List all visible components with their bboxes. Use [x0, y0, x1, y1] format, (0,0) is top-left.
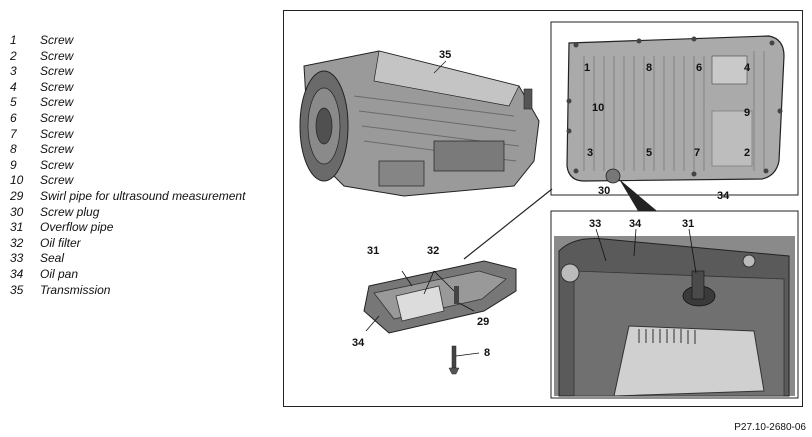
legend-label: Screw: [40, 79, 74, 94]
callout-assy-8: 8: [484, 347, 490, 359]
legend-row: 7 Screw: [10, 127, 280, 143]
legend-label: Oil filter: [40, 235, 81, 250]
legend-label: Screw: [40, 64, 74, 79]
legend-row: 32 Oil filter: [10, 236, 280, 252]
legend-row: 30 Screw plug: [10, 205, 280, 221]
legend-number: 35: [10, 282, 24, 297]
assembly-connector: [463, 188, 553, 260]
callout-assy-29: 29: [477, 316, 489, 328]
legend-label: Transmission: [40, 282, 111, 297]
oil-pan-top-view: 1 8 6 4 10 9 3 5 7 2 30 34: [566, 35, 785, 202]
callout-pan-9: 9: [744, 107, 750, 119]
figure-code: P27.10-2680-06: [734, 422, 806, 433]
legend-row: 1 Screw: [10, 33, 280, 49]
callout-pan-2: 2: [744, 147, 750, 159]
callout-assy-32: 32: [427, 245, 439, 257]
transmission-illustration: 35: [299, 49, 540, 197]
legend-number: 9: [10, 157, 17, 172]
legend-label: Screw plug: [40, 204, 100, 219]
legend-label: Screw: [40, 173, 74, 188]
legend-number: 33: [10, 251, 24, 266]
legend-number: 3: [10, 64, 17, 79]
legend-label: Oil pan: [40, 266, 79, 281]
callout-detail-34: 34: [629, 218, 642, 230]
legend-row: 29 Swirl pipe for ultrasound measurement: [10, 189, 280, 205]
oil-pan-assembly: 31 32 29 34 8: [352, 245, 517, 375]
legend-number: 7: [10, 126, 17, 141]
legend-label: Screw: [40, 33, 74, 47]
callout-assy-31: 31: [367, 245, 379, 257]
legend-row: 2 Screw: [10, 49, 280, 65]
legend-number: 1: [10, 33, 17, 47]
legend-row: 6 Screw: [10, 111, 280, 127]
legend-number: 10: [10, 173, 24, 188]
callout-pan-5: 5: [646, 147, 652, 159]
callout-pan-6: 6: [696, 62, 702, 74]
legend-number: 31: [10, 220, 24, 235]
legend-number: 4: [10, 79, 17, 94]
legend-row: 8 Screw: [10, 142, 280, 158]
legend-label: Screw: [40, 48, 74, 63]
callout-35: 35: [439, 49, 451, 61]
legend-number: 34: [10, 266, 24, 281]
callout-detail-31: 31: [682, 218, 694, 230]
legend-label: Screw: [40, 95, 74, 110]
callout-detail-33: 33: [589, 218, 601, 230]
legend-number: 6: [10, 110, 17, 125]
legend-label: Seal: [40, 251, 65, 266]
callout-pan-4: 4: [744, 62, 751, 74]
exploded-view-illustration: 35 1 8 6 4 10 9 3 5 7 2 30 3: [299, 21, 799, 399]
legend-number: 30: [10, 204, 24, 219]
callout-pan-10: 10: [592, 102, 604, 114]
legend-row: 9 Screw: [10, 158, 280, 174]
callout-assy-34: 34: [352, 337, 365, 349]
legend-row: 3 Screw: [10, 64, 280, 80]
detail-view: 33 34 31: [554, 218, 795, 397]
legend-label: Overflow pipe: [40, 220, 114, 235]
legend-number: 8: [10, 142, 17, 157]
legend-row: 33 Seal: [10, 251, 280, 267]
callout-pan-7: 7: [694, 147, 700, 159]
legend-row: 35 Transmission: [10, 283, 280, 299]
legend-number: 29: [10, 188, 24, 203]
callout-pan-34: 34: [717, 190, 730, 202]
legend-label: Screw: [40, 126, 74, 141]
legend-row: 34 Oil pan: [10, 267, 280, 283]
callout-pan-3: 3: [587, 147, 593, 159]
callout-pan-8: 8: [646, 62, 652, 74]
legend-number: 2: [10, 48, 17, 63]
legend-number: 5: [10, 95, 17, 110]
illustration-frame: 35 1 8 6 4 10 9 3 5 7 2 30 3: [283, 10, 803, 407]
legend-number: 32: [10, 235, 24, 250]
legend-row: 4 Screw: [10, 80, 280, 96]
legend-row: 5 Screw: [10, 95, 280, 111]
legend-row: 10 Screw: [10, 173, 280, 189]
callout-pan-1: 1: [584, 62, 590, 74]
legend-row: 31 Overflow pipe: [10, 220, 280, 236]
legend-label: Swirl pipe for ultrasound measurement: [40, 188, 246, 203]
legend-label: Screw: [40, 142, 74, 157]
callout-pan-30: 30: [598, 185, 610, 197]
legend-label: Screw: [40, 110, 74, 125]
legend-label: Screw: [40, 157, 74, 172]
